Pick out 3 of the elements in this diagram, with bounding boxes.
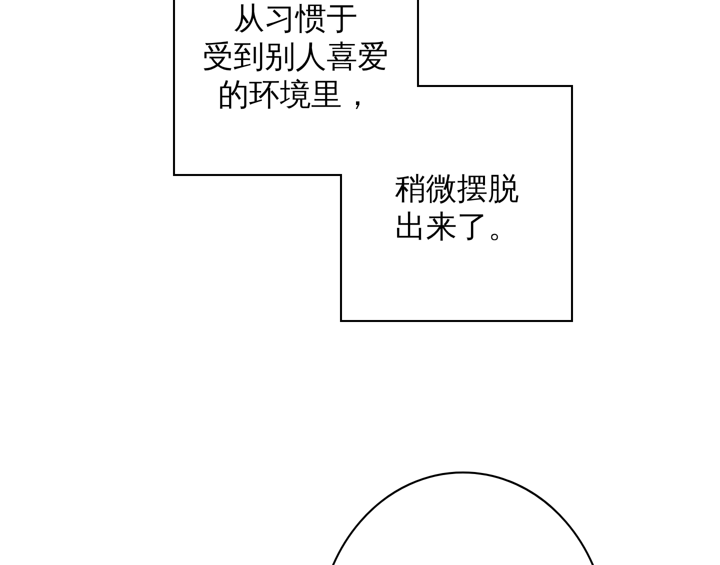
dialogue-text: 从习惯于受到别人喜爱的环境里，	[202, 0, 390, 114]
speech-box	[173, 0, 574, 324]
dialogue-text: 稍微摆脱出来了。	[395, 170, 520, 246]
